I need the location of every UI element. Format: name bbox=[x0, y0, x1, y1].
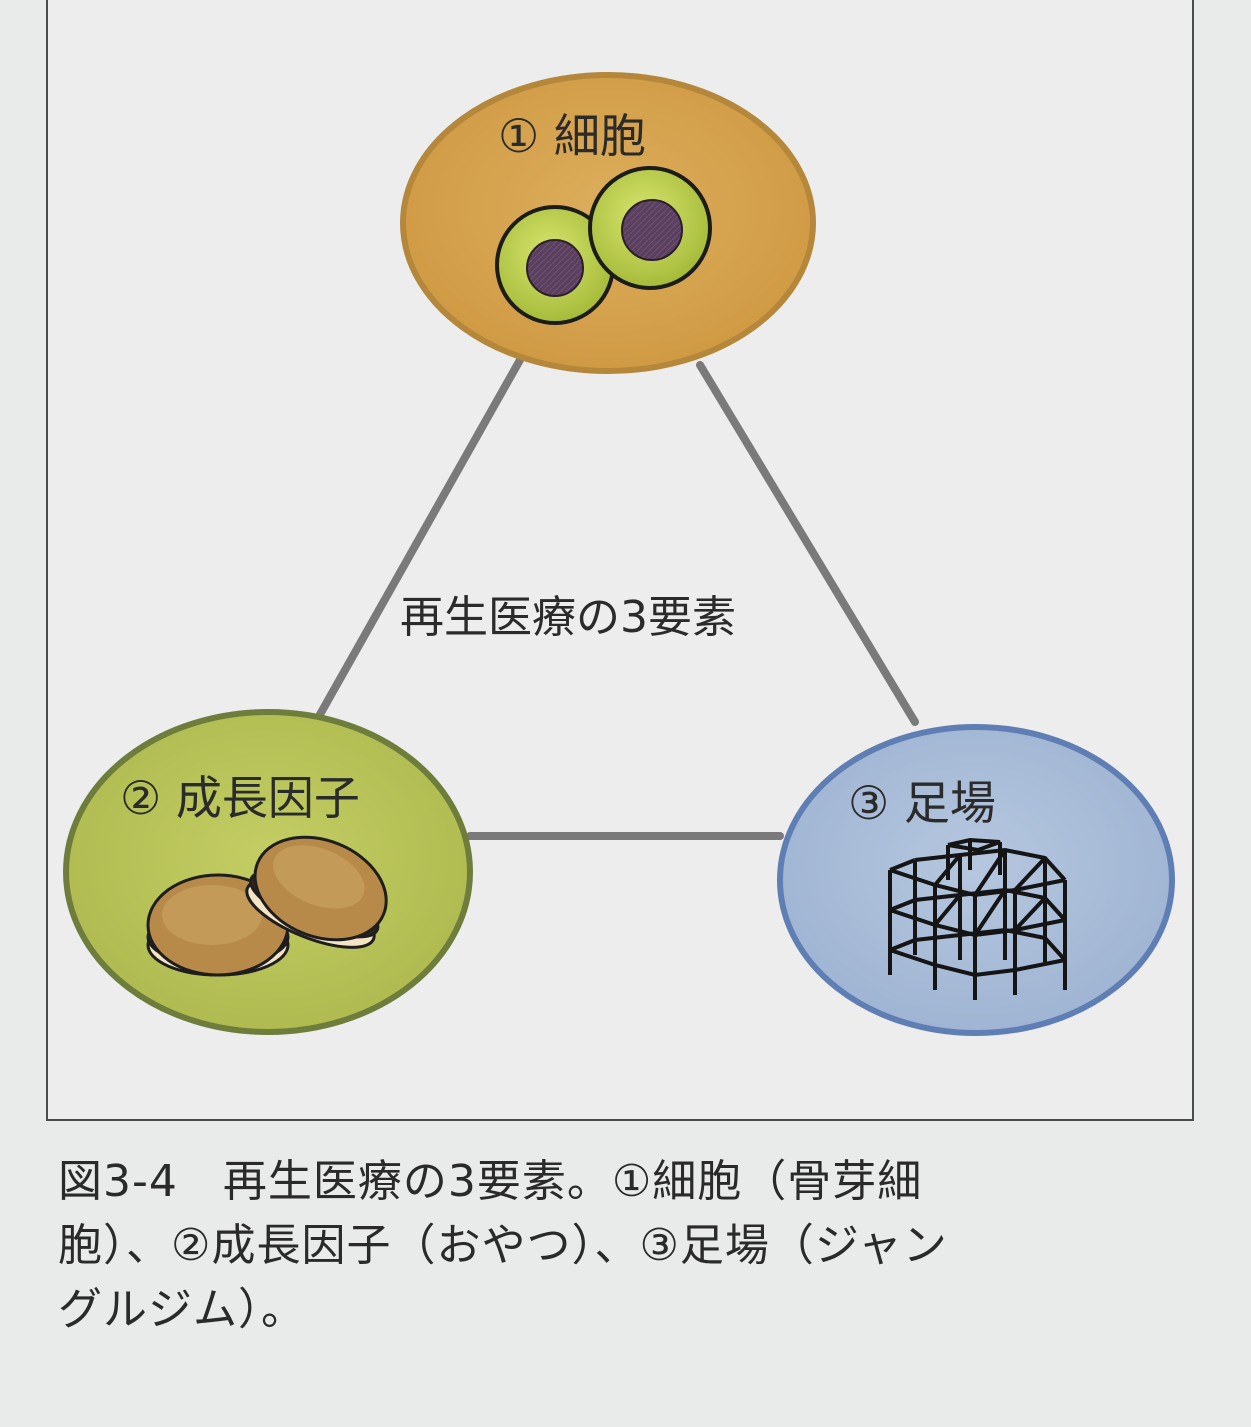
triangle-edges bbox=[314, 356, 919, 840]
center-label: 再生医療の3要素 bbox=[400, 592, 736, 643]
edge-cell-growth bbox=[314, 356, 524, 722]
cells-icon bbox=[495, 166, 712, 325]
figure-caption: 図3-4 再生医療の3要素。①細胞（骨芽細 胞）、②成長因子（おやつ）、③足場（… bbox=[58, 1150, 1208, 1342]
node-label-cell: ① 細胞 bbox=[498, 109, 646, 163]
diagram-canvas bbox=[63, 72, 1175, 1036]
node-label-growth-factor: ② 成長因子 bbox=[120, 771, 360, 825]
dorayaki-icon bbox=[146, 835, 388, 977]
edge-cell-scaffold bbox=[696, 361, 919, 726]
caption-line-2: 胞）、②成長因子（おやつ）、③足場（ジャン bbox=[58, 1220, 948, 1271]
node-scaffold bbox=[777, 724, 1175, 1036]
node-growth-factor bbox=[63, 709, 473, 1035]
caption-line-3: グルジム）。 bbox=[58, 1284, 306, 1335]
node-label-scaffold: ③ 足場 bbox=[848, 776, 996, 830]
jungle-gym-icon bbox=[888, 837, 1067, 1000]
caption-line-1: 図3-4 再生医療の3要素。①細胞（骨芽細 bbox=[58, 1156, 923, 1207]
node-cell bbox=[400, 72, 816, 374]
